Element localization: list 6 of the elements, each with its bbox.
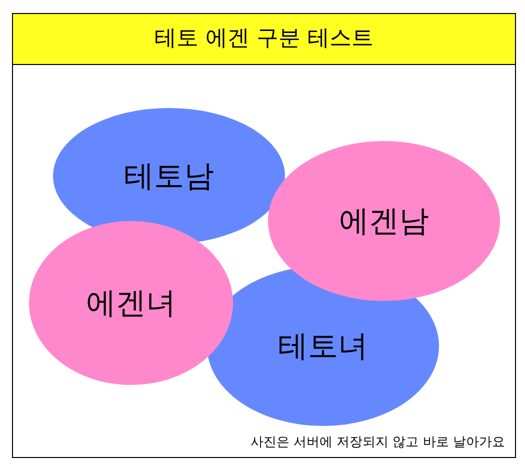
- ellipse-label: 에겐녀: [86, 284, 176, 322]
- footnote: 사진은 서버에 저장되지 않고 바로 날아가요: [250, 434, 505, 451]
- ellipse-label: 에겐남: [339, 202, 429, 240]
- title-bar: 테토 에겐 구분 테스트: [13, 14, 515, 65]
- ellipse-label: 테토녀: [278, 328, 368, 366]
- ellipse-label: 테토남: [124, 158, 214, 196]
